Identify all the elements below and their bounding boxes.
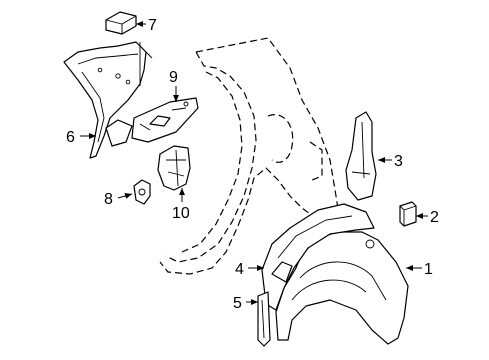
quarter-panel-outline <box>159 37 341 275</box>
part-10-reinforcement <box>157 145 191 191</box>
part-6-inner-panel <box>63 41 153 159</box>
callout-2: 2 <box>430 209 439 226</box>
part-3-pillar <box>345 111 377 201</box>
leader-lines <box>80 21 428 305</box>
callout-6: 6 <box>66 129 75 146</box>
callout-3: 3 <box>394 153 403 170</box>
part-2-pad <box>399 201 417 227</box>
part-4-inner-wheelhouse <box>261 203 375 311</box>
callout-5: 5 <box>233 295 242 312</box>
callout-4: 4 <box>235 261 244 278</box>
callout-8: 8 <box>104 191 113 208</box>
callout-9: 9 <box>169 69 178 86</box>
callout-labels: 7 6 9 8 10 3 2 1 4 5 <box>66 17 439 312</box>
callout-1: 1 <box>424 261 433 278</box>
part-7-block <box>105 11 137 35</box>
part-8-clip <box>133 179 151 205</box>
callout-7: 7 <box>148 17 157 34</box>
part-9-bracket <box>131 97 199 143</box>
part-5-strip <box>257 291 271 347</box>
callout-10: 10 <box>172 205 190 222</box>
